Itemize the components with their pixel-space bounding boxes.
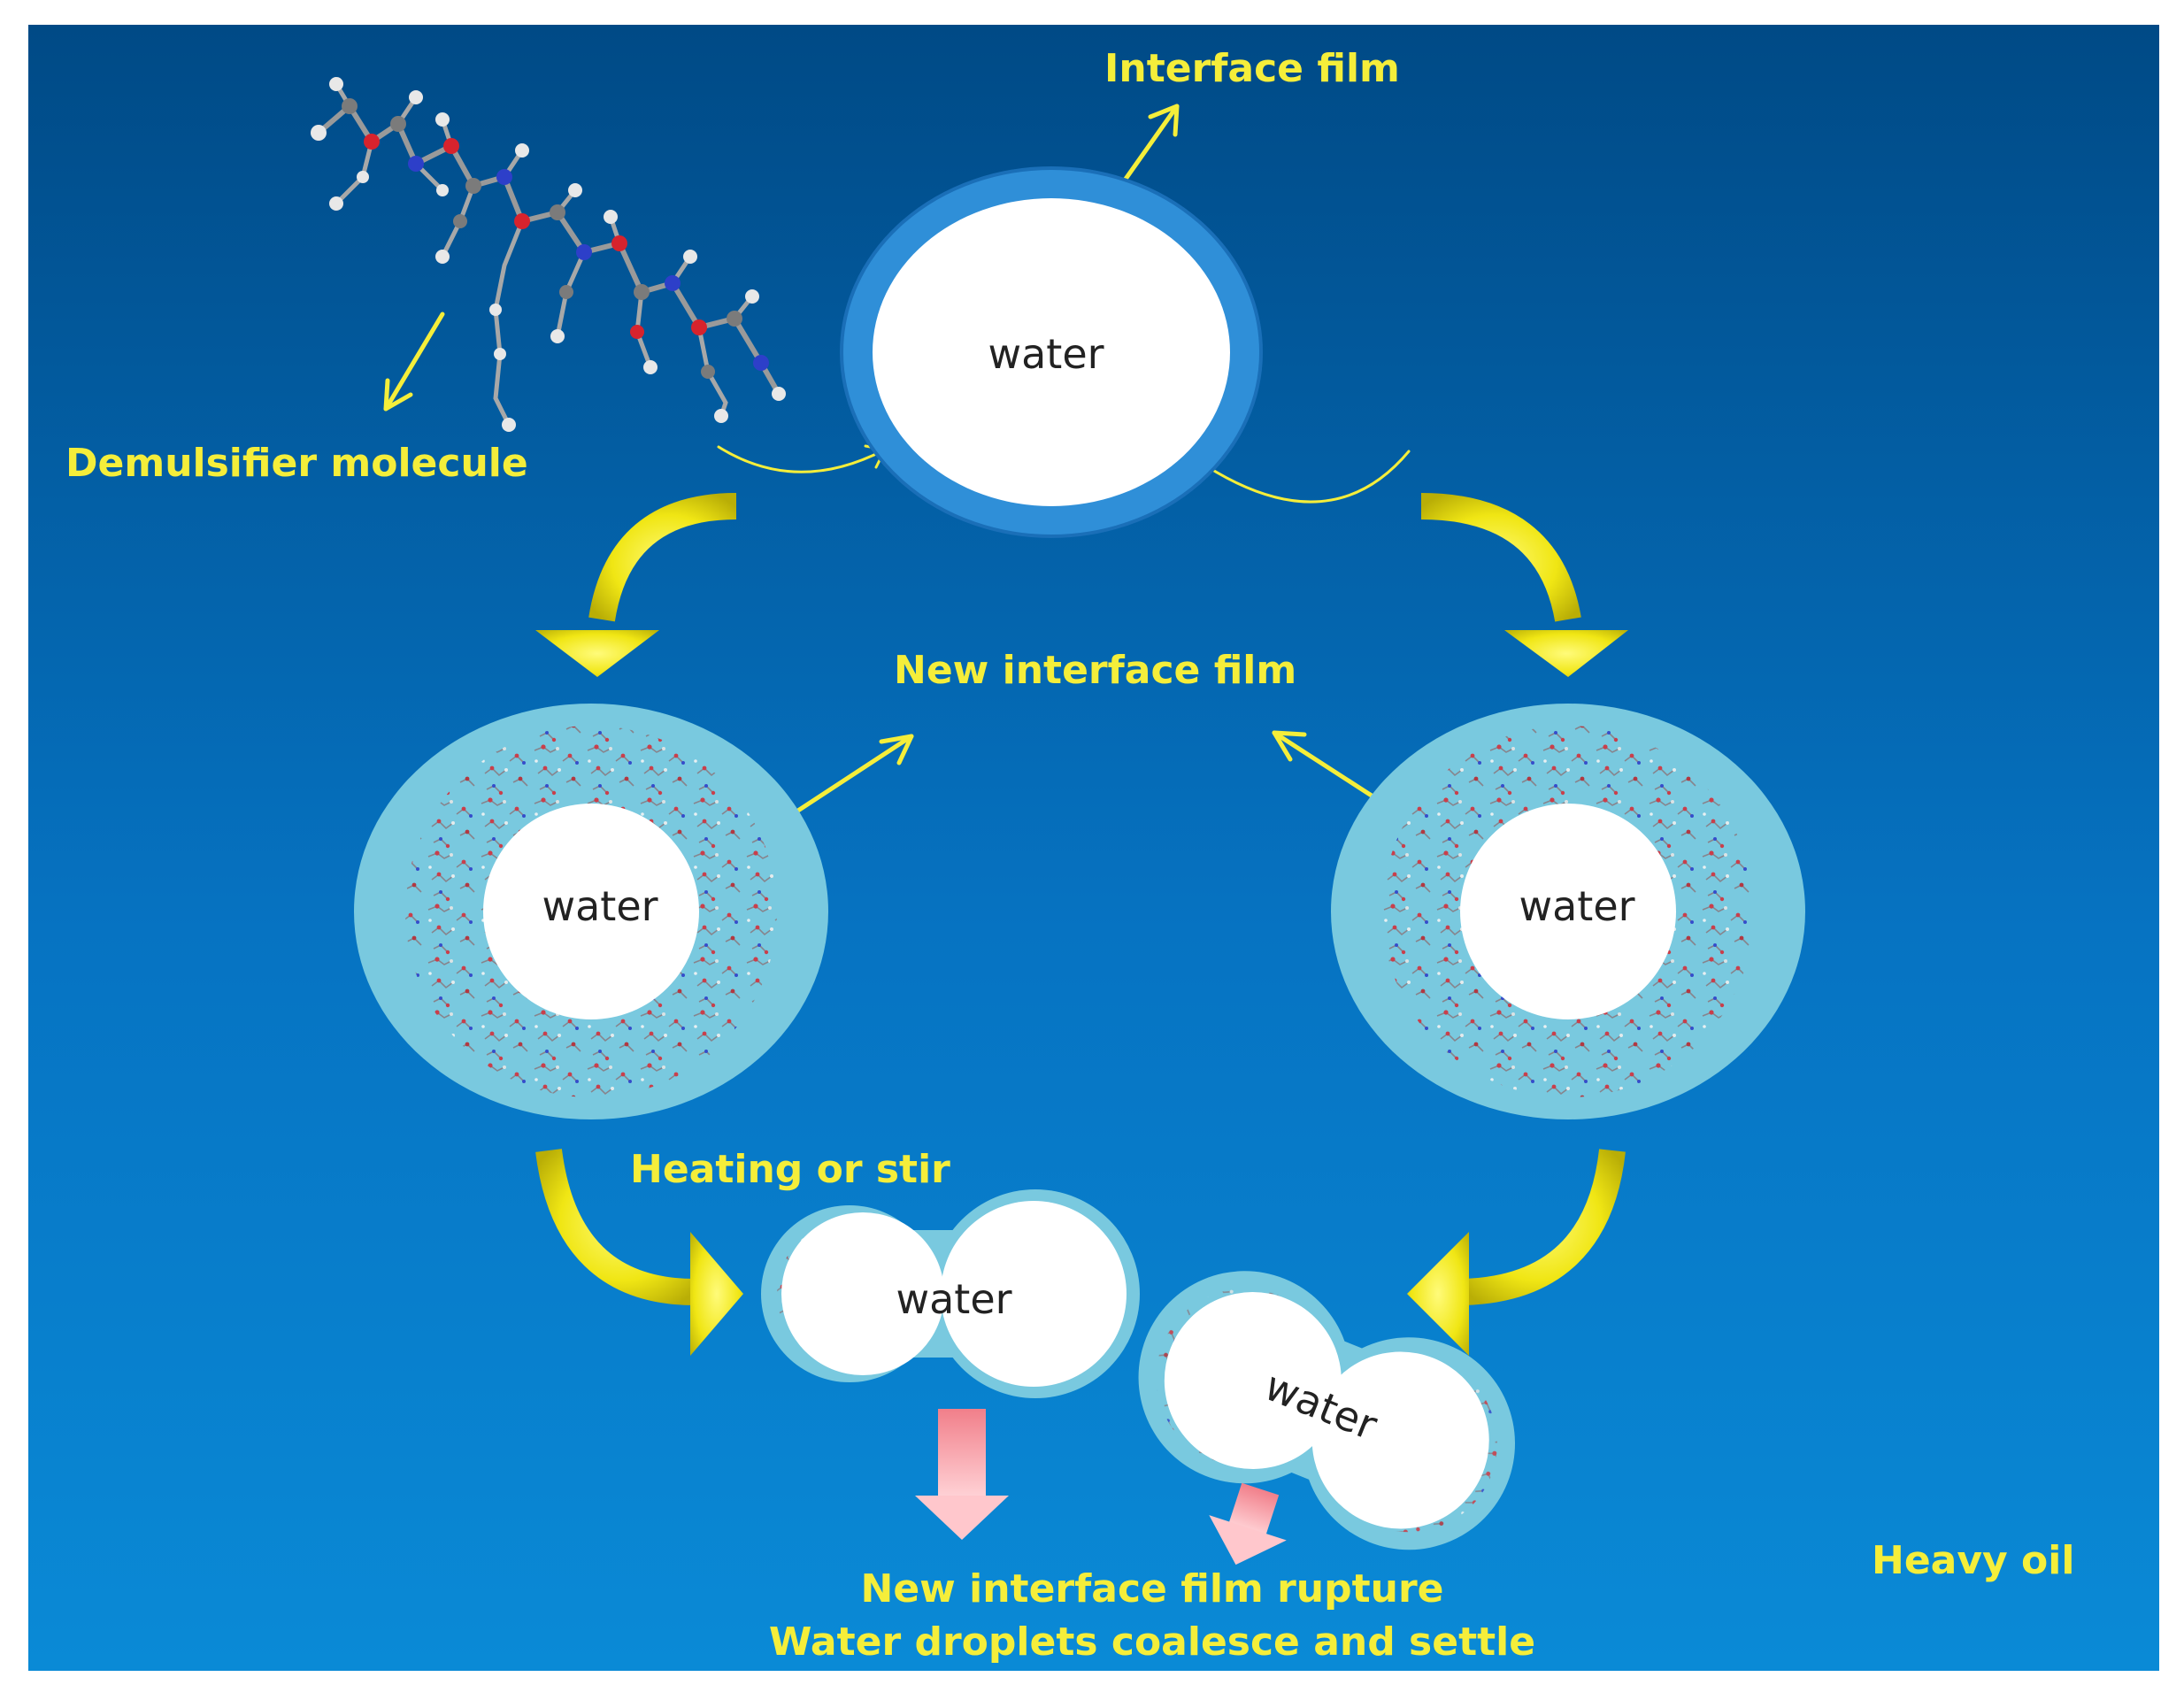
settle-arrow-left <box>915 1409 1009 1540</box>
film-rupture-label: New interface film rupture <box>861 1566 1444 1612</box>
new-interface-film-label: New interface film <box>894 648 1296 693</box>
arrow-top-to-right <box>1420 493 1628 677</box>
bottom-left-droplet-label: water <box>896 1275 1011 1323</box>
bottom-right-coalescing-droplets <box>1138 1271 1515 1550</box>
interface-film-label: Interface film <box>1104 46 1400 91</box>
arrow-top-to-left <box>535 493 737 677</box>
heating-or-stir-label: Heating or stir <box>630 1147 950 1192</box>
left-droplet: water <box>354 704 828 1119</box>
left-droplet-label: water <box>542 882 658 930</box>
demulsifier-molecule-illustration <box>311 77 786 432</box>
top-droplet-label: water <box>988 330 1104 378</box>
label-pointer-arrows <box>383 104 1411 821</box>
right-droplet-label: water <box>1519 882 1634 930</box>
demulsifier-molecule-label: Demulsifier molecule <box>65 441 528 486</box>
labels: Interface film Demulsifier molecule New … <box>65 46 2074 1665</box>
coalesce-settle-label: Water droplets coalesce and settle <box>769 1619 1535 1665</box>
bottom-left-coalescing-droplets: water <box>761 1189 1140 1398</box>
settle-arrow-right <box>1209 1482 1287 1565</box>
heavy-oil-label: Heavy oil <box>1872 1538 2074 1583</box>
top-droplet: water <box>840 166 1263 538</box>
arrow-left-to-bottom <box>535 1149 743 1356</box>
process-arrows <box>535 493 1628 1356</box>
settle-arrows <box>915 1409 1287 1565</box>
right-droplet: water <box>1331 704 1805 1119</box>
arrow-right-to-bottom <box>1407 1149 1626 1356</box>
